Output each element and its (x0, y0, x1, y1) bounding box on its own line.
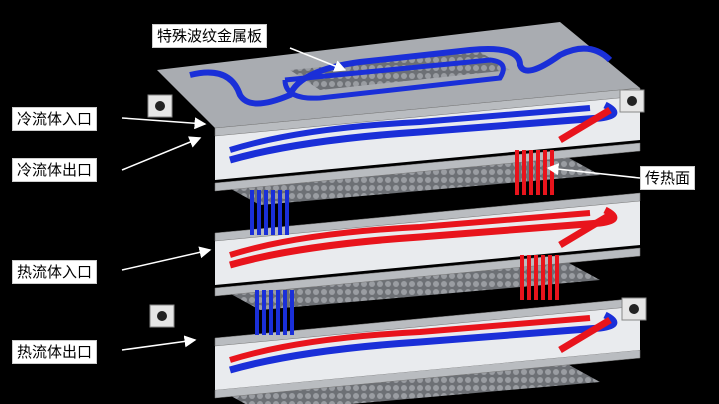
mounting-hole (157, 311, 167, 321)
plate-edge (214, 192, 641, 242)
tube-bundle (522, 150, 526, 195)
channel-layer (215, 200, 640, 285)
tube-bundle (262, 290, 266, 335)
mounting-hole (627, 96, 637, 106)
tube-bundle (527, 255, 531, 300)
flow-tube (229, 311, 618, 374)
flow-tube (229, 206, 618, 269)
label-corrugated-plate: 特殊波纹金属板 (152, 24, 268, 48)
tube-bundle (550, 150, 554, 195)
tube-bundle (264, 190, 268, 235)
label-heat-surface: 传热面 (640, 166, 696, 190)
tube-bundle (290, 290, 294, 335)
tube-bundle (285, 190, 289, 235)
label-hot-inlet: 热流体入口 (12, 260, 98, 284)
label-hot-outlet: 热流体出口 (12, 340, 98, 364)
cold-channel (282, 57, 506, 101)
corrugated-surface (220, 360, 600, 404)
mounting-hole (629, 304, 639, 314)
flow-tube (558, 106, 612, 144)
corrugated-surface (220, 153, 600, 205)
flow-tube (229, 101, 618, 164)
tube-bundle (269, 290, 273, 335)
channel-layer (215, 305, 640, 390)
tube-bundle (536, 150, 540, 195)
mounting-hole (155, 101, 165, 111)
tube-bundle (548, 255, 552, 300)
corrugated-surface (220, 258, 600, 310)
flow-tube (558, 316, 612, 354)
plate-edge (214, 142, 641, 192)
tube-bundle (515, 150, 519, 195)
tube-bundle (543, 150, 547, 195)
tube-bundle (555, 255, 559, 300)
tube-bundle (529, 150, 533, 195)
channel-layer (215, 95, 640, 180)
flow-tube (229, 105, 591, 153)
tube-bundle (255, 290, 259, 335)
tube-bundle (276, 290, 280, 335)
tube-bundle (520, 255, 524, 300)
label-cold-outlet: 冷流体出口 (12, 158, 98, 182)
plate-edge (214, 247, 641, 297)
tube-bundle (257, 190, 261, 235)
tube-bundle (534, 255, 538, 300)
tube-bundle (278, 190, 282, 235)
tube-bundle (271, 190, 275, 235)
tube-bundle (283, 290, 287, 335)
callout-arrows (121, 47, 641, 351)
flow-tube (229, 210, 591, 258)
label-cold-inlet: 冷流体入口 (12, 107, 98, 131)
flow-tube (229, 315, 591, 363)
cold-channel (189, 45, 613, 107)
flow-tube (558, 211, 612, 249)
tube-bundle (250, 190, 254, 235)
tube-bundle (541, 255, 545, 300)
plate-edge (214, 349, 641, 399)
